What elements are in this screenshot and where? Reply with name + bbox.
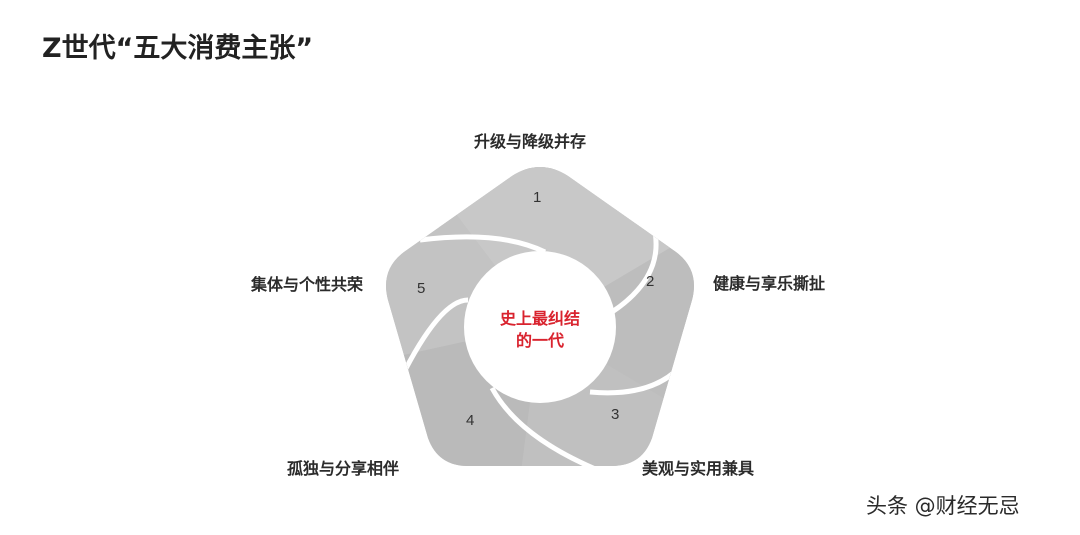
segment-number-1: 1: [533, 189, 542, 206]
center-label-line1: 史上最纠结: [499, 309, 580, 328]
segment-number-4: 4: [466, 412, 475, 429]
segment-label-2: 健康与享乐撕扯: [713, 274, 826, 293]
segment-label-5: 集体与个性共荣: [251, 275, 364, 294]
center-circle: [464, 251, 616, 403]
center-label: 史上最纠结 的一代: [470, 308, 610, 352]
segment-label-1: 升级与降级并存: [474, 132, 587, 151]
segment-number-2: 2: [646, 273, 655, 290]
segment-number-5: 5: [417, 280, 426, 297]
page-title: Z世代“五大消费主张”: [42, 33, 314, 64]
segment-label-4: 孤独与分享相伴: [287, 459, 400, 478]
segment-number-3: 3: [611, 406, 620, 423]
watermark: 头条 @财经无忌: [866, 494, 1020, 518]
center-label-line2: 的一代: [515, 331, 564, 350]
segment-label-3: 美观与实用兼具: [642, 459, 755, 478]
